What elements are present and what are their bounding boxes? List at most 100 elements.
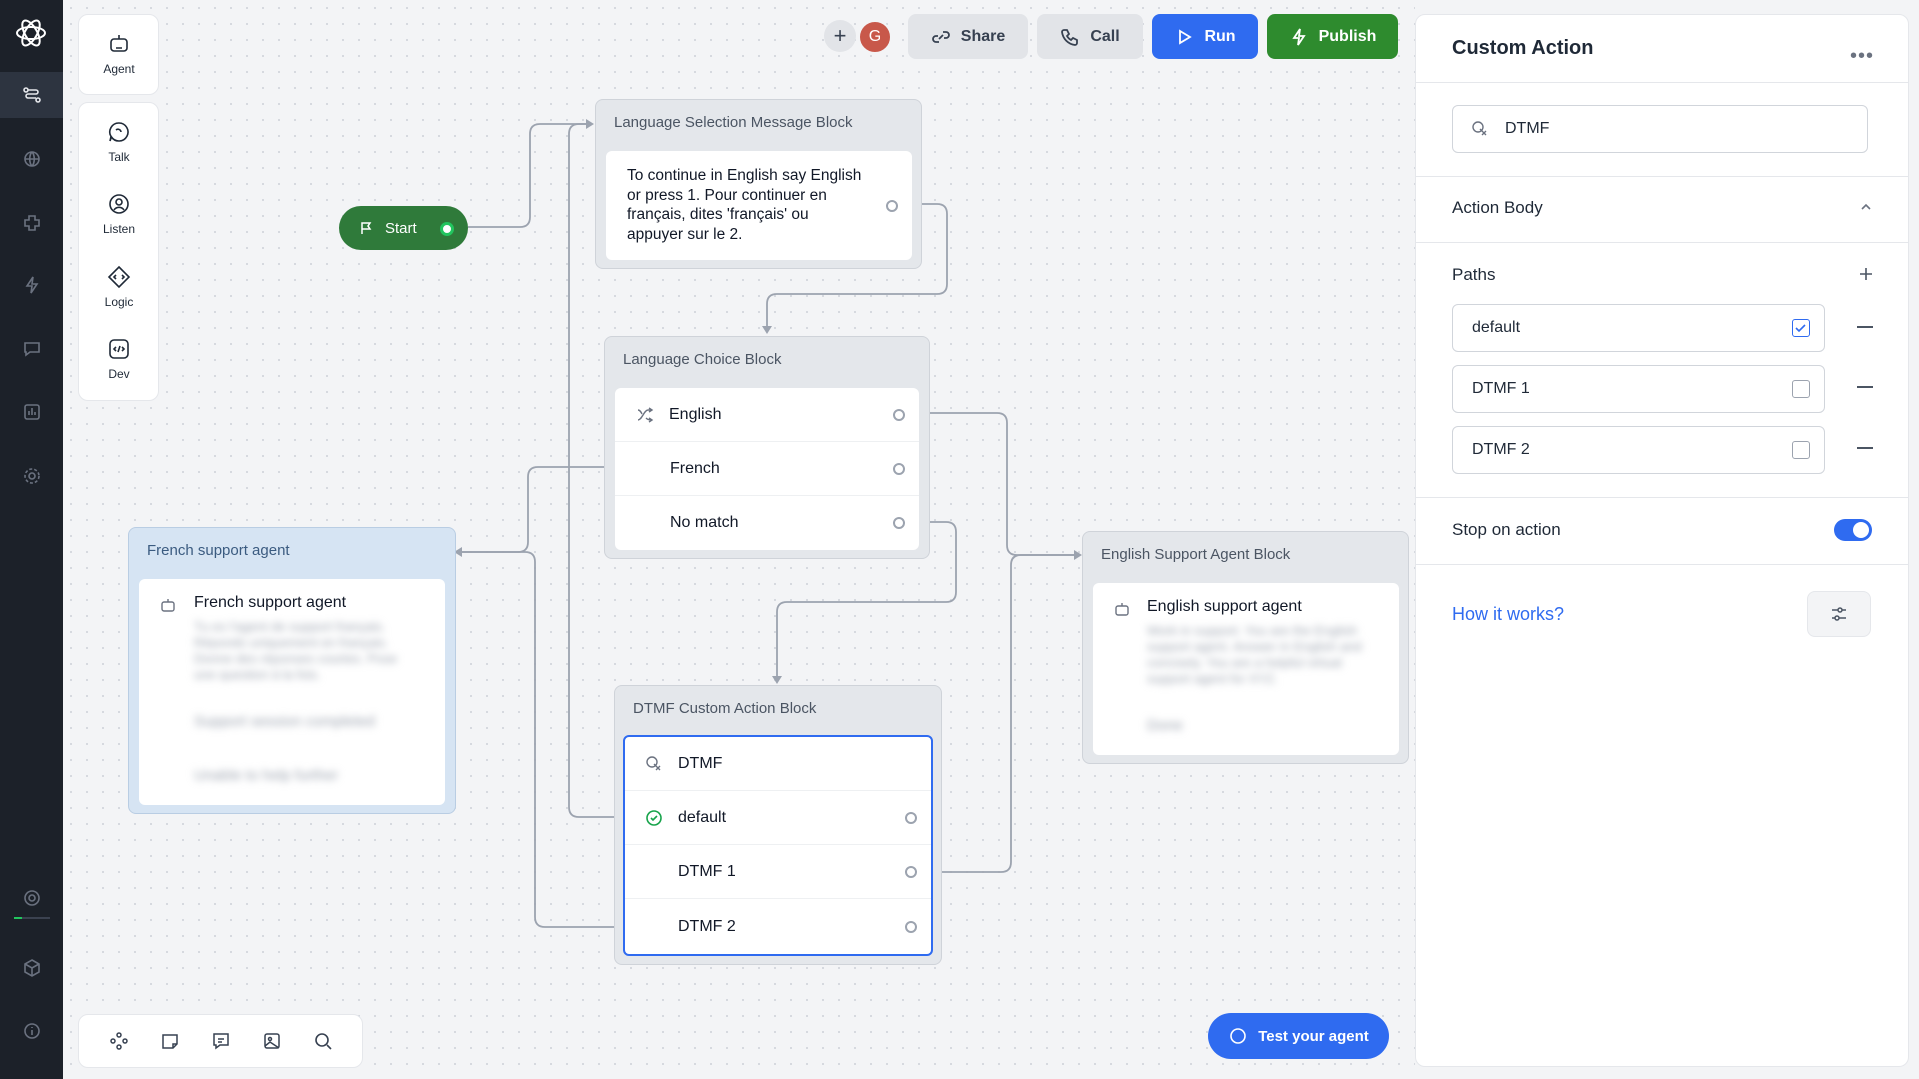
how-it-works-link[interactable]: How it works? [1452, 604, 1565, 624]
link-icon [931, 30, 950, 43]
dtmf-port[interactable] [905, 811, 917, 824]
listen-tool[interactable]: Listen [79, 191, 159, 236]
rail-info-icon[interactable] [0, 1008, 63, 1054]
publish-label: Publish [1318, 27, 1377, 45]
robot-icon [161, 599, 175, 612]
dtmf-action-block[interactable]: DTMF Custom Action Block DTMF default DT… [614, 685, 942, 965]
call-button[interactable]: Call [1037, 14, 1143, 59]
dtmf-row-1[interactable]: DTMF 1 [625, 845, 931, 899]
rail-integrations-icon[interactable] [0, 200, 63, 246]
run-button[interactable]: Run [1152, 14, 1258, 59]
test-agent-label: Test your agent [1258, 1027, 1369, 1045]
english-agent-block[interactable]: English Support Agent Block English supp… [1082, 531, 1409, 764]
choice-port[interactable] [893, 462, 905, 475]
diamond-logic-icon [107, 265, 131, 289]
publish-bolt-icon [1291, 28, 1306, 45]
call-label: Call [1090, 27, 1120, 45]
listen-tool-label: Listen [102, 222, 136, 236]
more-options-icon[interactable]: ••• [1849, 45, 1874, 67]
share-label: Share [960, 27, 1006, 45]
path-checkbox[interactable] [1792, 319, 1810, 337]
dtmf-port[interactable] [905, 865, 917, 878]
chevron-up-icon[interactable] [1859, 200, 1873, 214]
speech-bubble-icon [108, 122, 129, 142]
filter-settings-button[interactable] [1807, 591, 1871, 637]
path-checkbox[interactable] [1792, 380, 1810, 398]
rail-knowledge-icon[interactable] [0, 136, 63, 182]
phone-icon [1061, 28, 1079, 46]
choice-rows: English French No match [615, 388, 919, 550]
dtmf-card: DTMF default DTMF 1 DTMF 2 [623, 735, 933, 956]
rail-settings-icon[interactable] [0, 453, 63, 499]
custom-action-panel: Custom Action ••• DTMF Action Body Paths… [1415, 14, 1909, 1067]
block-title: Language Selection Message Block [614, 114, 853, 131]
agent-card: English support agent Work in support. Y… [1093, 583, 1399, 755]
rail-divider [14, 917, 50, 919]
agent-tool-label: Agent [103, 62, 135, 76]
path-checkbox[interactable] [1792, 441, 1810, 459]
comment-icon[interactable] [211, 1031, 231, 1051]
rail-target-icon[interactable] [0, 875, 63, 921]
agent-path-1: Support session completed [194, 713, 375, 730]
dev-tool[interactable]: Dev [79, 336, 159, 381]
dtmf-row-label: DTMF 1 [678, 862, 736, 880]
share-button[interactable]: Share [908, 14, 1028, 59]
image-icon[interactable] [262, 1031, 282, 1051]
start-output-port[interactable] [440, 222, 454, 236]
brand-logo-icon[interactable] [12, 14, 50, 52]
block-title: English Support Agent Block [1101, 546, 1291, 563]
french-agent-block[interactable]: French support agent French support agen… [128, 527, 456, 814]
publish-button[interactable]: Publish [1267, 14, 1398, 59]
remove-path-icon[interactable] [1857, 386, 1873, 388]
language-selection-block[interactable]: Language Selection Message Block To cont… [595, 99, 922, 269]
add-path-icon[interactable] [1858, 266, 1874, 282]
layout-nodes-icon[interactable] [109, 1031, 129, 1051]
rail-analytics-icon[interactable] [0, 389, 63, 435]
logic-tool[interactable]: Logic [79, 264, 159, 309]
user-avatar[interactable]: G [858, 20, 892, 54]
dev-tool-label: Dev [108, 367, 130, 381]
talk-tool[interactable]: Talk [79, 119, 159, 164]
action-name-field[interactable]: DTMF [1452, 105, 1868, 153]
stop-on-action-label: Stop on action [1452, 520, 1561, 539]
choice-port[interactable] [893, 517, 905, 529]
agent-path-2: Unable to help further [194, 767, 339, 784]
add-collaborator-button[interactable]: + [824, 20, 856, 52]
dtmf-row-default[interactable]: default [625, 791, 931, 845]
remove-path-icon[interactable] [1857, 326, 1873, 328]
choice-row-no-match[interactable]: No match [615, 496, 919, 550]
rail-conversations-icon[interactable] [0, 326, 63, 372]
path-row-dtmf-2[interactable]: DTMF 2 [1452, 426, 1825, 474]
message-output-port[interactable] [886, 200, 898, 212]
path-row-dtmf-1[interactable]: DTMF 1 [1452, 365, 1825, 413]
remove-path-icon[interactable] [1857, 447, 1873, 449]
choice-port[interactable] [893, 408, 905, 421]
logic-tool-label: Logic [104, 295, 134, 309]
chat-icon [1230, 1028, 1247, 1044]
test-agent-button[interactable]: Test your agent [1208, 1013, 1389, 1059]
start-node[interactable]: Start [339, 206, 468, 250]
code-icon [109, 339, 129, 359]
robot-icon [1115, 603, 1129, 616]
dtmf-row-2[interactable]: DTMF 2 [625, 900, 931, 954]
check-circle-icon [646, 809, 662, 826]
path-row-default[interactable]: default [1452, 304, 1825, 352]
agent-tool-panel: Agent [78, 14, 159, 95]
paths-label: Paths [1452, 265, 1496, 284]
rail-flow-icon[interactable] [0, 72, 63, 118]
stop-on-action-toggle[interactable] [1834, 519, 1872, 541]
start-label: Start [385, 219, 417, 237]
search-icon[interactable] [313, 1031, 333, 1051]
choice-row-french[interactable]: French [615, 442, 919, 496]
dtmf-port[interactable] [905, 921, 917, 933]
dtmf-touch-icon [1472, 121, 1487, 136]
sticky-note-icon[interactable] [160, 1031, 180, 1051]
agent-tool[interactable]: Agent [79, 31, 159, 76]
rail-actions-icon[interactable] [0, 262, 63, 308]
choice-row-english[interactable]: English [615, 388, 919, 442]
language-choice-block[interactable]: Language Choice Block English French No … [604, 336, 930, 559]
checkmark-icon [1795, 324, 1806, 333]
rail-package-icon[interactable] [0, 945, 63, 991]
action-name-value: DTMF [1505, 120, 1550, 137]
